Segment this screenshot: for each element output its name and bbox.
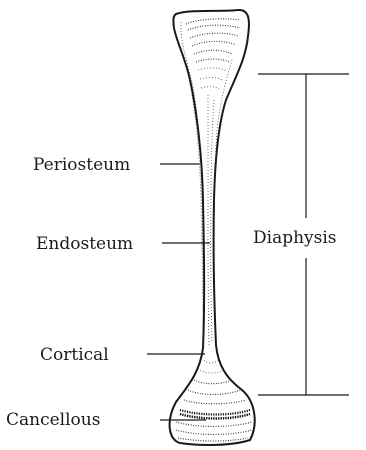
diaphysis-label: Diaphysis — [253, 228, 337, 248]
cortical-label: Cortical — [40, 345, 109, 365]
endosteum-label: Endosteum — [36, 234, 133, 254]
periosteum-label: Periosteum — [33, 155, 130, 175]
bone-outline — [170, 10, 255, 445]
cancellous-label: Cancellous — [6, 410, 100, 430]
